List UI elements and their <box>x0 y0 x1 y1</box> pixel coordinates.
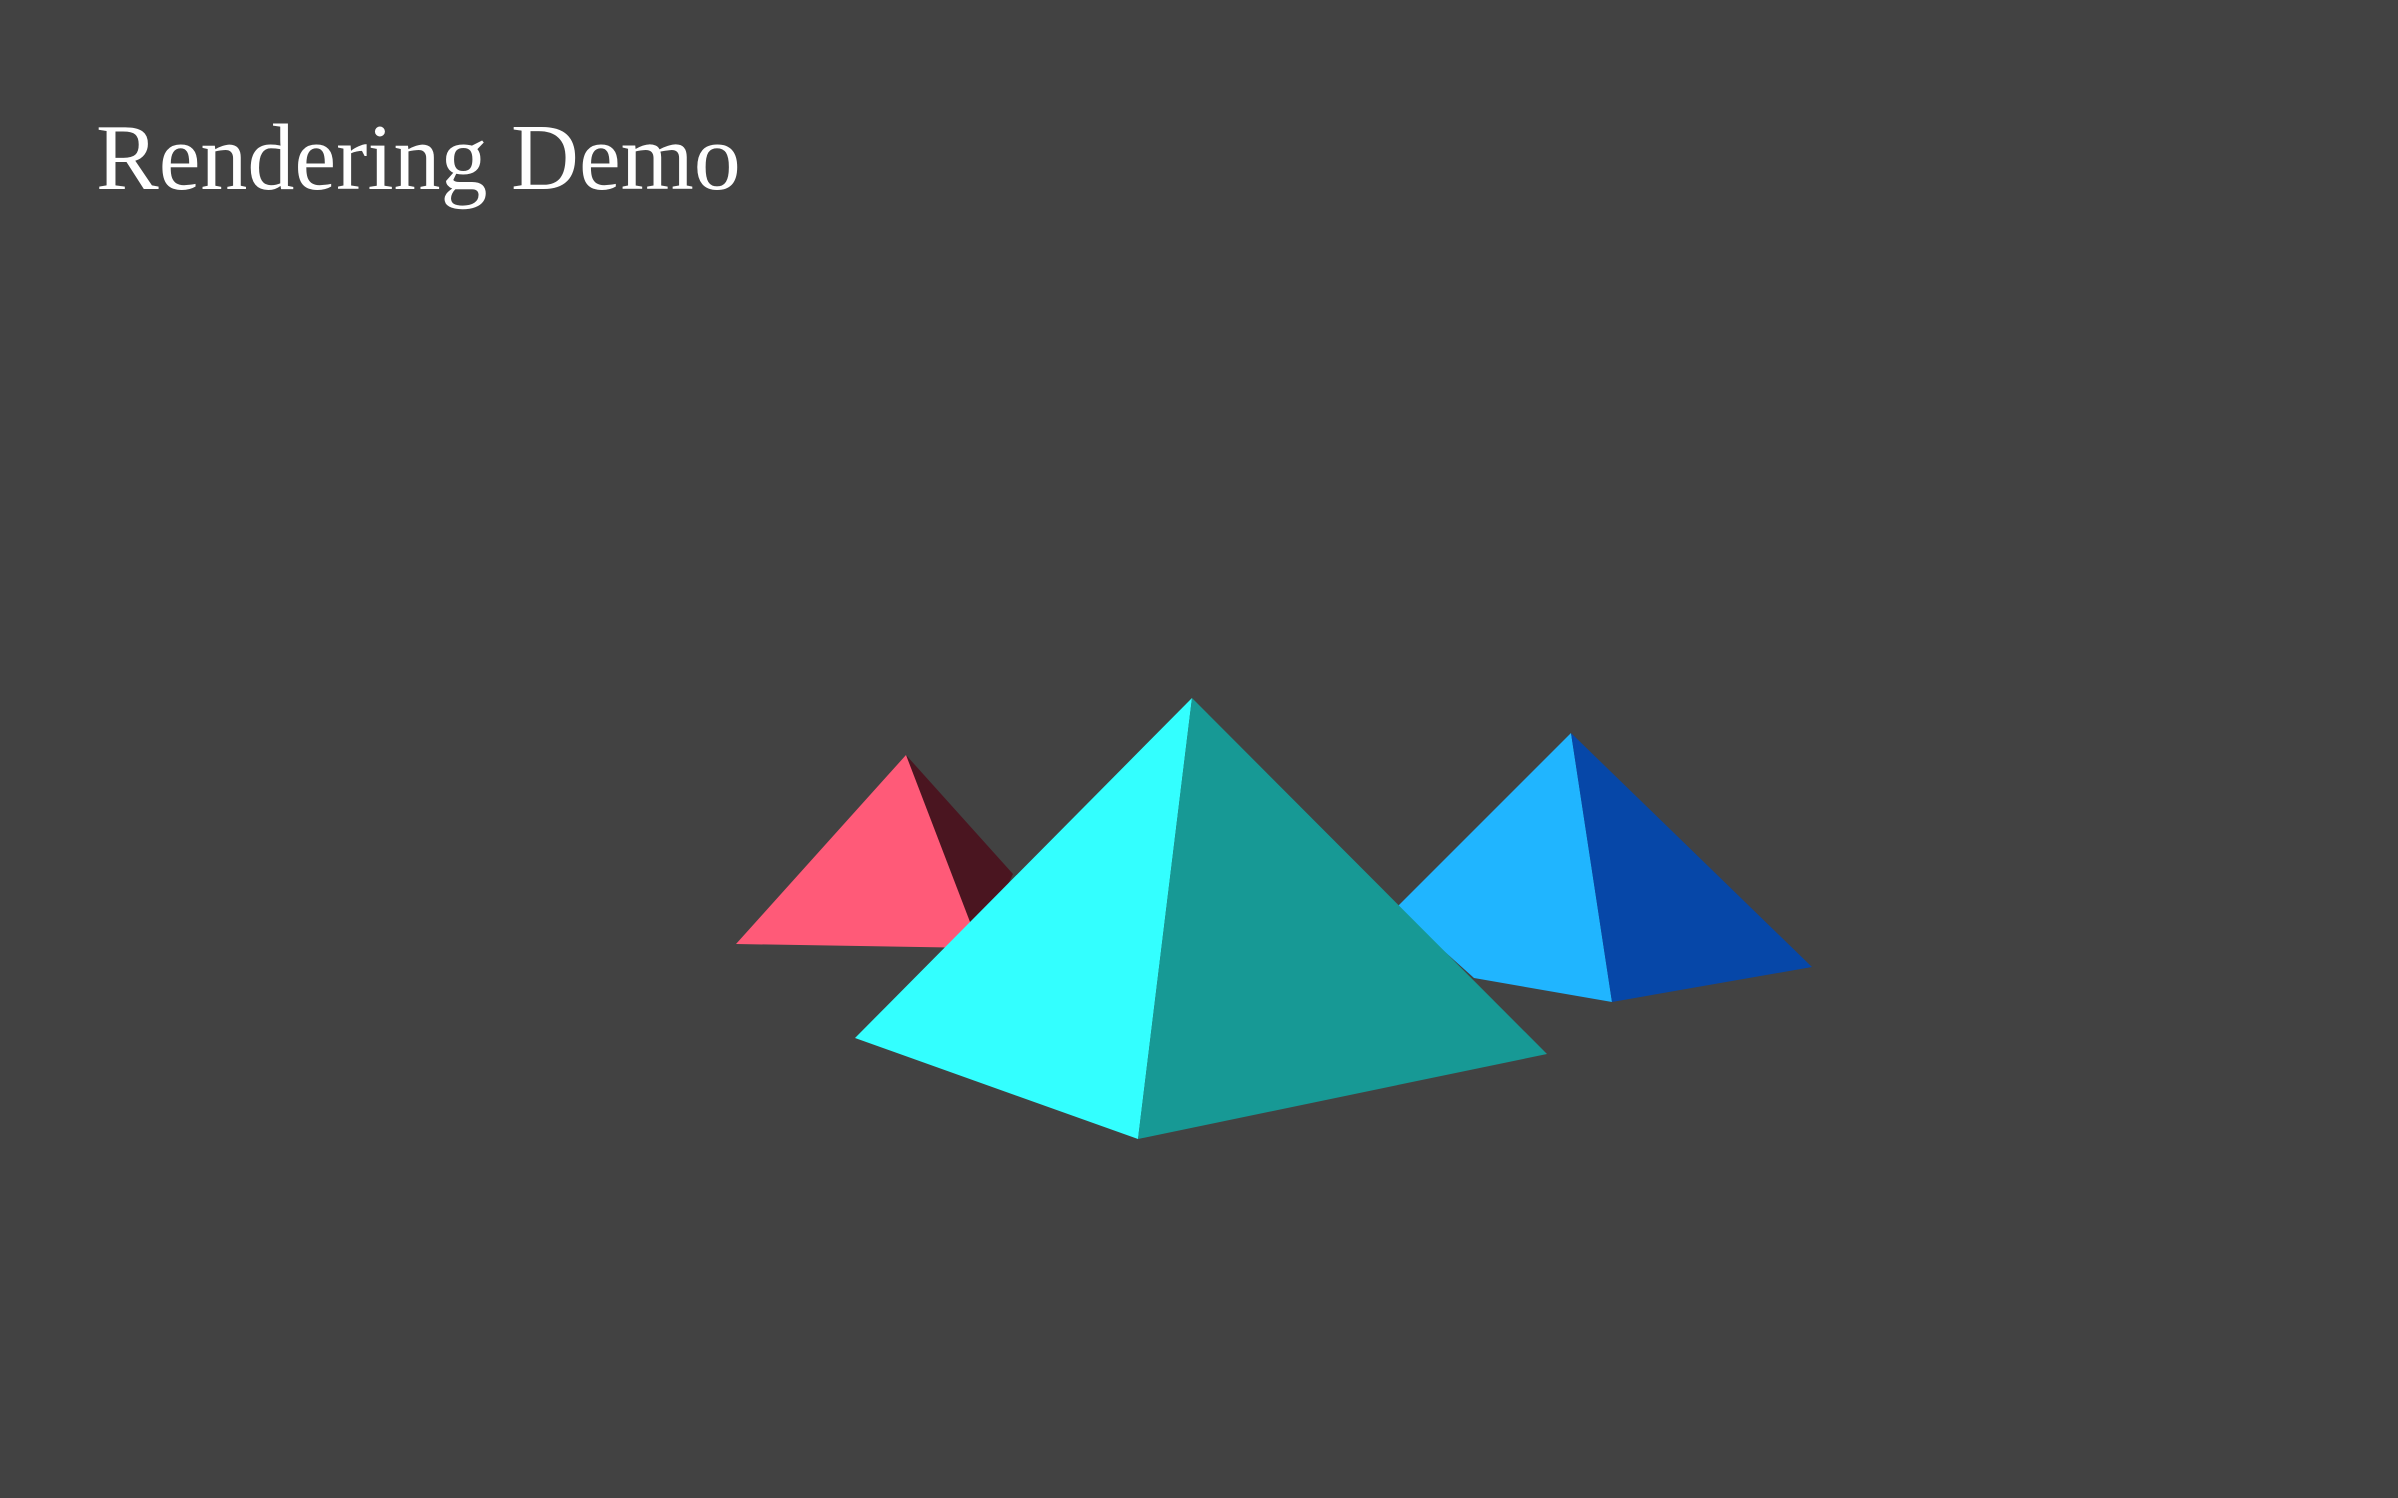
blue-pyramid <box>1396 733 1812 1002</box>
red-pyramid-shadow-face <box>906 755 1013 947</box>
cyan-pyramid-lit-face <box>855 698 1192 1139</box>
red-pyramid <box>736 755 1013 948</box>
blue-pyramid-shadow-face <box>1571 733 1812 1002</box>
page-title: Rendering Demo <box>96 106 741 210</box>
red-pyramid-lit-face <box>736 755 980 948</box>
cyan-pyramid-shadow-face <box>1138 698 1547 1139</box>
cyan-pyramid <box>855 698 1547 1139</box>
blue-pyramid-lit-face <box>1396 733 1612 1002</box>
